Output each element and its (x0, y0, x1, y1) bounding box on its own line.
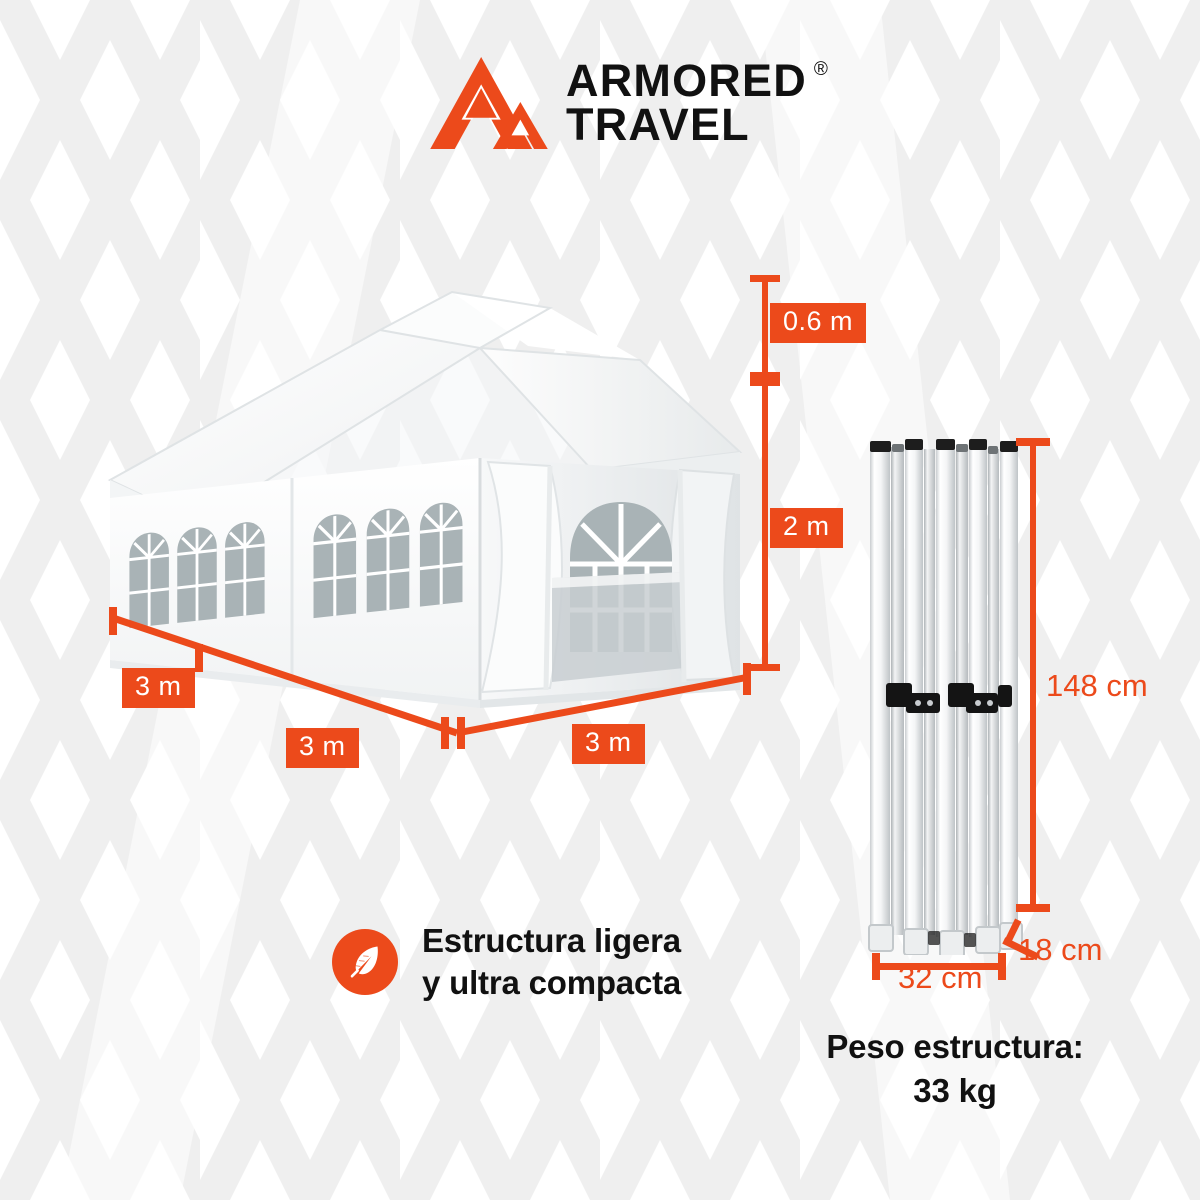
dim-tick-eave-top (750, 379, 780, 386)
weight-label: Peso estructura: (826, 1028, 1084, 1065)
feature-callout: Estructura ligera y ultra compacta (332, 920, 681, 1004)
dim-tick-frame-bottom (1016, 904, 1050, 912)
dim-label-width-left: 3 m (122, 668, 195, 708)
gazebo-product-image (107, 290, 743, 708)
dim-label-frame-depth: 18 cm (1018, 932, 1103, 967)
dim-tick-eave-bottom (750, 664, 780, 671)
armored-travel-mountain-a-logo-icon (430, 56, 548, 150)
dim-label-depth-front: 3 m (286, 728, 359, 768)
dim-tick-frame-top (1016, 438, 1050, 446)
dim-line-frame-height (1030, 442, 1036, 910)
dim-label-depth-right: 3 m (572, 724, 645, 764)
feather-icon (350, 946, 378, 978)
dim-label-frame-height: 148 cm (1046, 668, 1148, 703)
weight-caption: Peso estructura: 33 kg (760, 1025, 1150, 1113)
weight-value: 33 kg (913, 1071, 997, 1109)
feature-icon-badge (332, 929, 398, 996)
dim-label-peak-height: 0.6 m (770, 303, 867, 343)
dim-line-peak-height (762, 278, 768, 378)
registered-trademark-icon: ® (813, 58, 828, 80)
brand-logo: ARMORED ® TRAVEL (430, 55, 828, 151)
dim-tick-peak-bottom (750, 372, 780, 379)
brand-name-line2: TRAVEL (566, 99, 750, 150)
brand-name-line1: ARMORED (566, 54, 807, 106)
base-dimension-lines (109, 607, 751, 749)
feature-text-line1: Estructura ligera (422, 922, 681, 959)
dim-tick-peak-top (750, 275, 780, 282)
feature-text-line2: y ultra compacta (422, 964, 682, 1002)
dim-label-frame-width: 32 cm (898, 960, 983, 995)
frame-base-dimension-lines (872, 918, 1040, 980)
dim-label-eave-height: 2 m (770, 508, 843, 548)
folded-frame-image (868, 439, 1023, 955)
dim-line-eave-height (762, 382, 768, 670)
feature-text: Estructura ligera y ultra compacta (422, 920, 681, 1004)
